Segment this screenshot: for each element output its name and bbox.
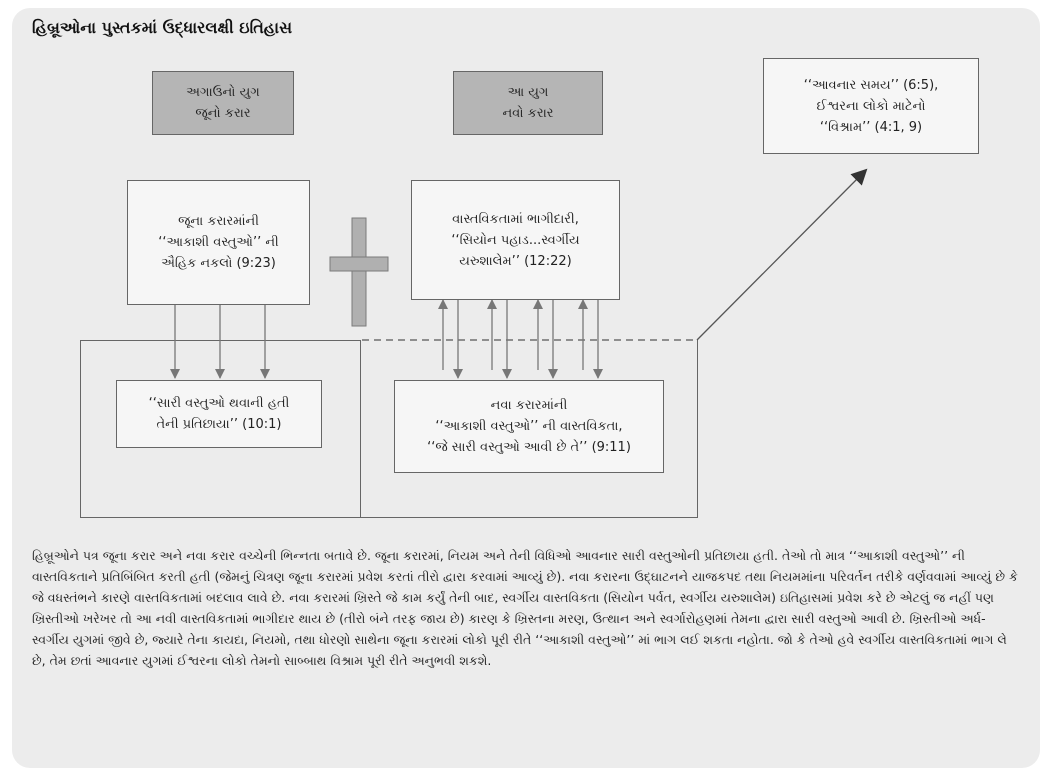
reality-line-3: ‘‘જે સારી વસ્તુઓ આવી છે તે’’ (9:11): [427, 440, 631, 455]
participation-line-2: ‘‘સિયોન પહાડ...સ્વર્ગીય: [451, 232, 580, 248]
participation-box: વાસ્તવિકતામાં ભાગીદારી, ‘‘સિયોન પહાડ...સ…: [411, 180, 620, 300]
old-copies-line-1: જૂના કરારમાંની: [178, 214, 259, 229]
prior-age-box: અગાઉનો યુગ જૂનો કરાર: [152, 71, 294, 135]
participation-line-3: યરુશાલેમ’’ (12:22): [459, 253, 572, 269]
this-age-line-2: નવો કરાર: [502, 106, 554, 121]
reality-box: નવા કરારમાંની ‘‘આકાશી વસ્તુઓ’’ ની વાસ્તવ…: [394, 380, 664, 473]
old-copies-box: જૂના કરારમાંની ‘‘આકાશી વસ્તુઓ’’ ની ઐહિક …: [127, 180, 310, 305]
coming-age-arrow: [696, 168, 868, 341]
prior-age-line-1: અગાઉનો યુગ: [186, 85, 260, 100]
participation-line-1: વાસ્તવિકતામાં ભાગીદારી,: [452, 211, 579, 227]
coming-age-box: ‘‘આવનાર સમય’’ (6:5), ઈશ્વરના લોકો માટેનો…: [763, 58, 979, 154]
coming-age-line-2: ઈશ્વરના લોકો માટેનો: [816, 98, 926, 114]
new-covenant-frame: [360, 340, 698, 518]
reality-line-1: નવા કરારમાંની: [490, 398, 568, 413]
old-copies-line-3: ઐહિક નકલો (9:23): [161, 256, 276, 271]
explanation-paragraph: હિબ્રૂઓને પત્ર જૂના કરાર અને નવા કરાર વચ…: [32, 548, 1018, 668]
shadow-box: ‘‘સારી વસ્તુઓ થવાની હતી તેની પ્રતિછાયા’’…: [116, 380, 322, 448]
coming-age-line-1: ‘‘આવનાર સમય’’ (6:5),: [803, 77, 939, 93]
diagram-title: હિબ્રૂઓના પુસ્તકમાં ઉદ્ધારલક્ષી ઇતિહાસ: [32, 18, 293, 37]
cross-icon: [329, 217, 389, 327]
old-copies-line-2: ‘‘આકાશી વસ્તુઓ’’ ની: [158, 235, 279, 250]
coming-age-line-3: ‘‘વિશ્રામ’’ (4:1, 9): [819, 119, 923, 135]
this-age-line-1: આ યુગ: [507, 85, 549, 100]
shadow-line-2: તેની પ્રતિછાયા’’ (10:1): [156, 417, 282, 432]
shadow-line-1: ‘‘સારી વસ્તુઓ થવાની હતી: [148, 396, 290, 411]
this-age-box: આ યુગ નવો કરાર: [453, 71, 603, 135]
prior-age-line-2: જૂનો કરાર: [195, 106, 251, 121]
reality-line-2: ‘‘આકાશી વસ્તુઓ’’ ની વાસ્તવિકતા,: [435, 419, 623, 434]
